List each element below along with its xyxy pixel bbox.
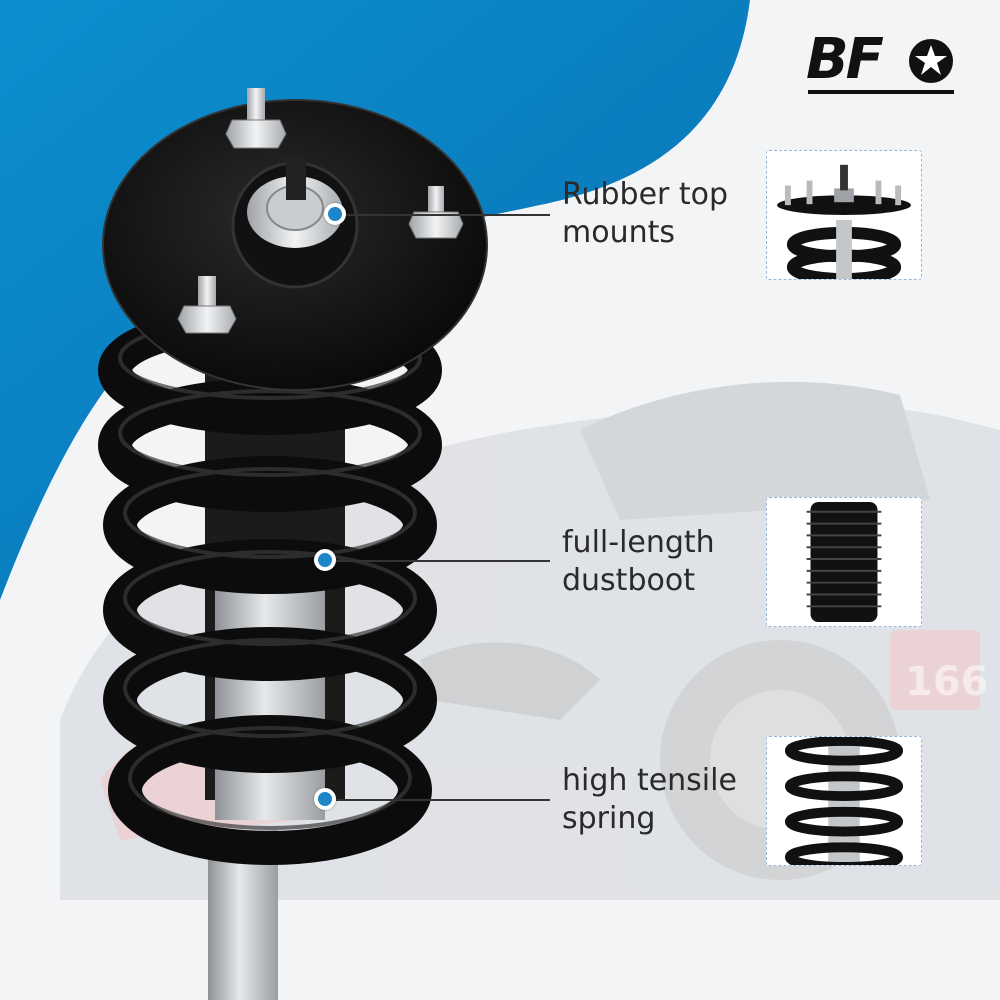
callout-line-spring <box>336 799 550 801</box>
feature-label-dustboot: full-length dustboot <box>562 524 715 600</box>
callout-dot-top-mount <box>324 203 346 225</box>
callout-dot-spring <box>314 788 336 810</box>
feature-label-line: Rubber top <box>562 177 729 212</box>
callout-line-top-mount <box>336 214 550 216</box>
feature-label-line: mounts <box>562 215 675 250</box>
stud-nut-1 <box>225 88 287 149</box>
stud-nut-3 <box>177 276 237 334</box>
top-mount-thumbnail <box>766 150 922 280</box>
strut-assembly <box>98 88 488 1000</box>
callout-dot-dustboot <box>314 549 336 571</box>
feature-label-top-mount: Rubber top mounts <box>562 176 728 252</box>
spring-thumbnail <box>766 736 922 866</box>
dustboot-thumbnail <box>766 497 922 627</box>
center-stud <box>286 158 306 200</box>
callout-line-dustboot <box>336 560 550 562</box>
brand-logo: BF <box>806 28 956 98</box>
strut-tube <box>215 560 325 820</box>
feature-label-line: high tensile <box>562 763 737 798</box>
feature-label-line: spring <box>562 801 656 836</box>
stud-nut-2 <box>408 186 464 239</box>
logo-underline <box>808 90 954 94</box>
car-number: 166 <box>905 659 989 705</box>
feature-label-line: dustboot <box>562 563 695 598</box>
feature-label-spring: high tensile spring <box>562 762 737 838</box>
coil-spring <box>98 305 442 865</box>
logo-text: BF <box>806 27 884 92</box>
star-wheel-icon <box>909 39 953 83</box>
feature-label-line: full-length <box>562 525 715 560</box>
